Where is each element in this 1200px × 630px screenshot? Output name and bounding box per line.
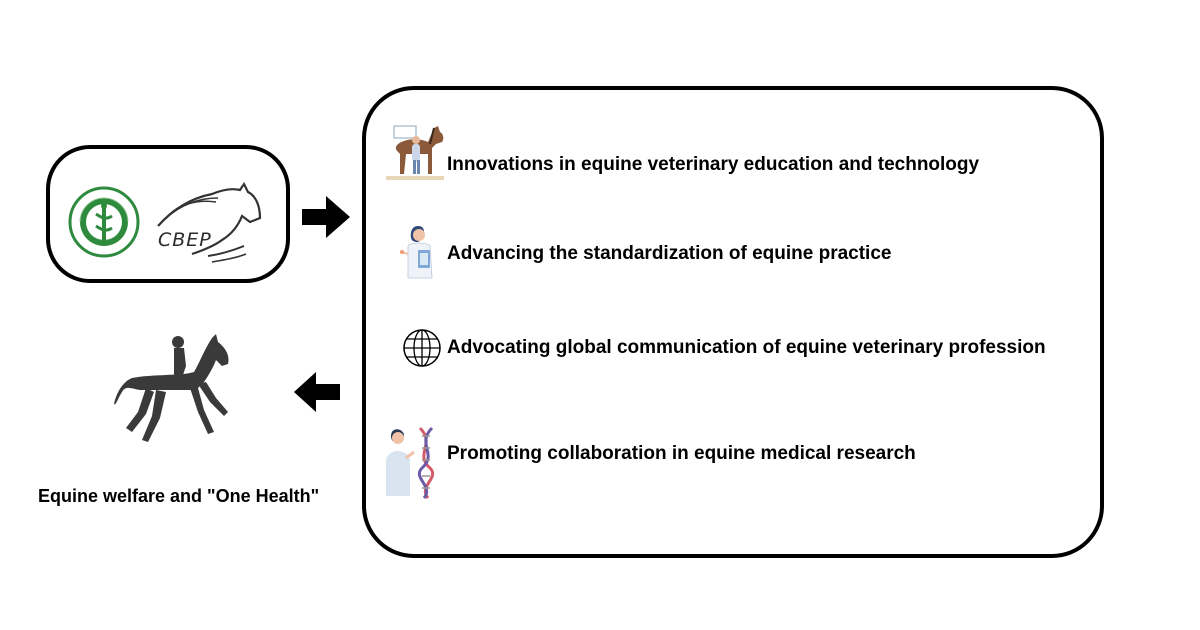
cbep-logo-text: CBEP: [158, 229, 212, 251]
initiative-label-1: Innovations in equine veterinary educati…: [447, 154, 980, 175]
initiative-label-4: Promoting collaboration in equine medica…: [447, 443, 916, 464]
horse-head-icon: [157, 181, 262, 263]
doctor-clipboard-icon: [400, 226, 433, 279]
globe-icon: [403, 329, 441, 367]
arrow-left-icon: [294, 372, 340, 412]
initiative-label-3: Advocating global communication of equin…: [447, 337, 1046, 358]
welfare-label: Equine welfare and "One Health": [38, 486, 320, 506]
cvma-emblem-icon: [68, 186, 140, 258]
vet-horse-icon: [386, 125, 444, 180]
initiative-label-2: Advancing the standardization of equine …: [447, 243, 892, 264]
dna-research-icon: [386, 426, 434, 499]
initiatives-panel: [362, 86, 1104, 558]
organization-logo-panel: [46, 145, 290, 283]
arrow-right-icon: [302, 196, 350, 238]
horse-rider-icon: [114, 334, 229, 442]
